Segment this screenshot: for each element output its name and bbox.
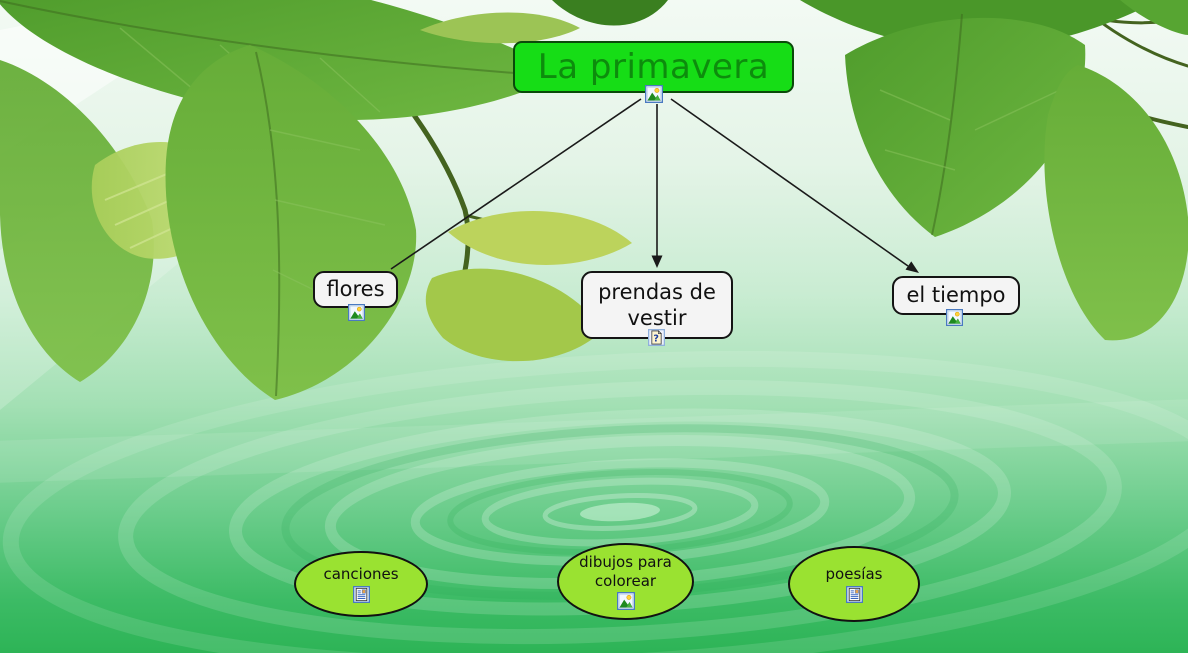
arrowhead-prendas <box>651 255 663 268</box>
document-icon[interactable] <box>846 586 863 603</box>
node-poesias[interactable]: poesías <box>788 546 920 622</box>
connector-tiempo <box>670 98 909 267</box>
node-canciones[interactable]: canciones <box>294 551 428 617</box>
image-icon[interactable] <box>645 85 663 103</box>
node-poesias-label: poesías <box>825 565 883 584</box>
image-icon[interactable] <box>946 309 963 326</box>
node-dibujos-para-colorear-label: dibujos para colorear <box>579 552 672 590</box>
arrowhead-tiempo <box>905 261 919 273</box>
connector-flores <box>390 98 642 270</box>
image-icon[interactable] <box>617 592 635 610</box>
node-flores-label: flores <box>326 277 385 302</box>
node-flores[interactable]: flores <box>313 271 398 308</box>
node-la-primavera-label: La primavera <box>537 47 770 87</box>
node-el-tiempo-label: el tiempo <box>906 283 1006 308</box>
document-icon[interactable] <box>353 586 370 603</box>
question-icon[interactable] <box>648 329 665 346</box>
node-prendas-de-vestir-label: prendas de vestir <box>598 279 716 330</box>
node-dibujos-para-colorear[interactable]: dibujos para colorear <box>557 543 694 620</box>
node-canciones-label: canciones <box>323 565 399 584</box>
image-icon[interactable] <box>348 304 365 321</box>
